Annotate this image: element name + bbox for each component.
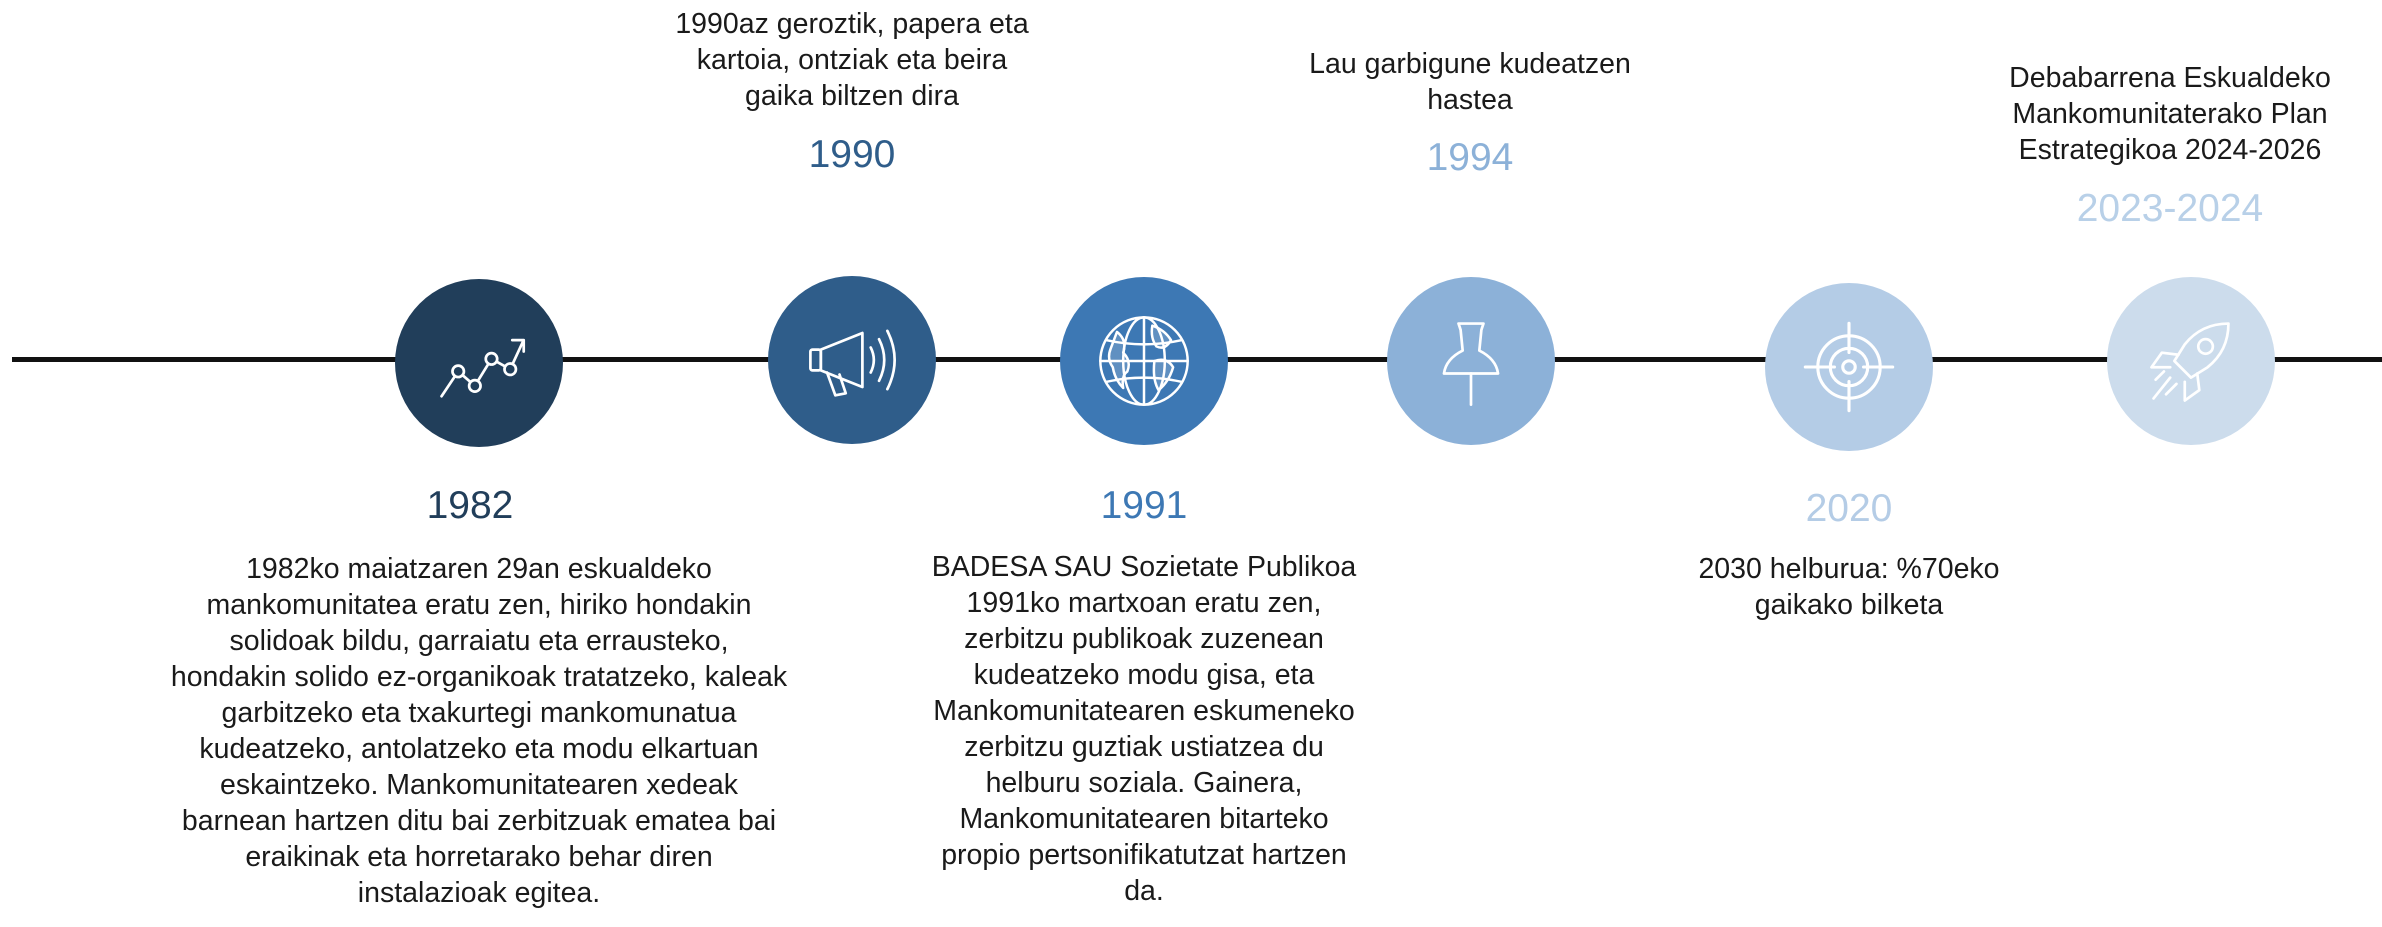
year-2023-2024: 2023-2024 xyxy=(2076,187,2264,230)
year-2020: 2020 xyxy=(1805,487,1893,530)
globe-icon xyxy=(1099,316,1189,406)
megaphone-icon xyxy=(809,329,896,397)
node-1982 xyxy=(395,279,563,447)
description-1990: 1990az geroztik, papera eta kartoia, ont… xyxy=(675,8,1029,112)
description-2020: 2030 helburua: %70eko gaikako bilketa xyxy=(1698,553,2000,621)
badesa-title: BADESA SAU Sozietate Publikoa xyxy=(931,551,1357,583)
description-1982: 1982ko maiatzaren 29an eskualdeko mankom… xyxy=(170,553,788,909)
description-1991: BADESA SAU Sozietate Publikoa 1991ko mar… xyxy=(930,549,1358,909)
line-chart-icon xyxy=(440,338,526,398)
node-1990 xyxy=(768,276,936,444)
node-2020 xyxy=(1765,283,1933,451)
year-1990: 1990 xyxy=(808,133,896,176)
node-1994 xyxy=(1387,277,1555,445)
year-1994: 1994 xyxy=(1426,136,1514,179)
description-2023: Debabarrena Eskualdeko Mankomunitaterako… xyxy=(2009,62,2331,166)
target-icon xyxy=(1803,321,1895,413)
description-1994: Lau garbigune kudeatzen hastea xyxy=(1309,48,1631,116)
pushpin-icon xyxy=(1442,322,1500,407)
node-2023 xyxy=(2107,277,2275,445)
badesa-body: 1991ko martxoan eratu zen, zerbitzu publ… xyxy=(933,587,1355,907)
node-1991 xyxy=(1060,277,1228,445)
year-1982: 1982 xyxy=(426,484,514,527)
year-1991: 1991 xyxy=(1100,484,1188,527)
rocket-icon xyxy=(2150,322,2230,402)
